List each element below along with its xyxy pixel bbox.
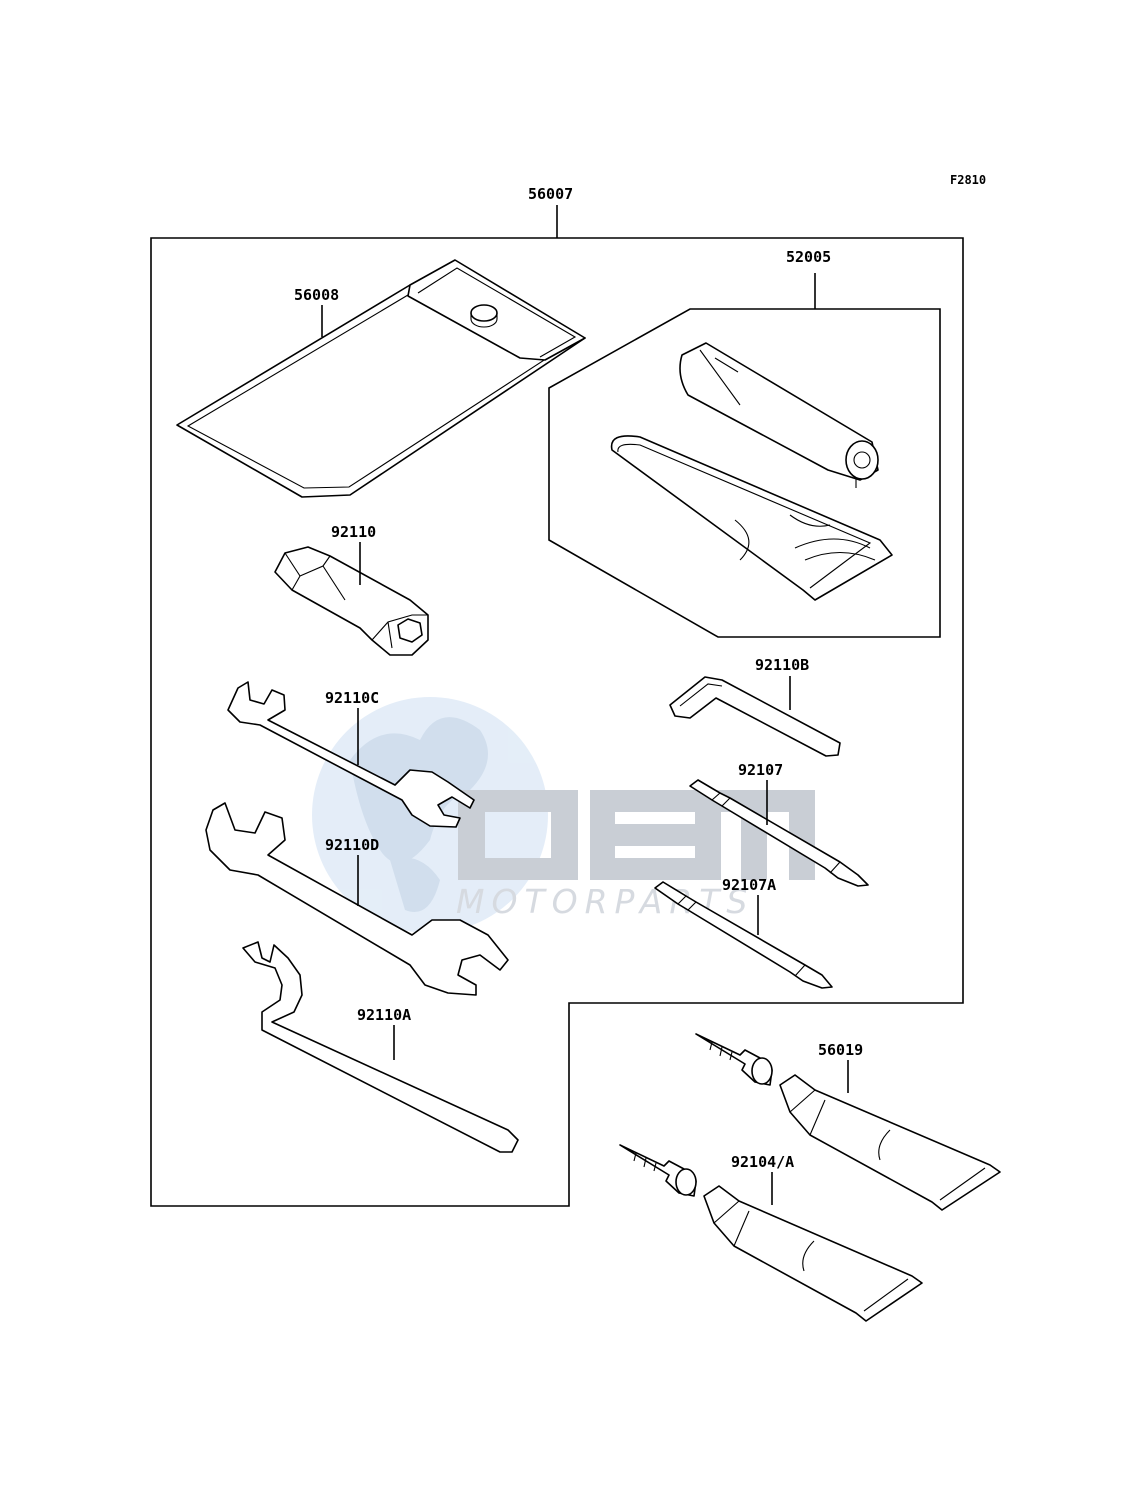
tool-case <box>176 259 586 498</box>
label-92110B: 92110B <box>755 656 809 674</box>
label-52005: 52005 <box>786 248 831 266</box>
label-92110C: 92110C <box>325 689 379 707</box>
label-56019: 56019 <box>818 1041 863 1059</box>
hook-wrench <box>242 941 519 1153</box>
grease-tube-2 <box>619 1144 923 1322</box>
pump-bag <box>610 435 893 601</box>
air-pump <box>679 342 879 488</box>
label-92110A: 92110A <box>357 1006 411 1024</box>
open-end-wrench-small <box>227 681 475 828</box>
label-56007: 56007 <box>528 185 573 203</box>
screwdriver-bit-a <box>654 881 833 989</box>
hex-key <box>669 676 841 757</box>
grease-tube-1 <box>695 1033 1001 1211</box>
figure-code: F2810 <box>950 173 986 187</box>
label-92104A: 92104/A <box>731 1153 794 1171</box>
label-92110: 92110 <box>331 523 376 541</box>
repair-kit-boundary <box>548 308 941 638</box>
screwdriver-bit <box>689 779 869 887</box>
label-92107: 92107 <box>738 761 783 779</box>
label-92110D: 92110D <box>325 836 379 854</box>
tool-kit-boundary <box>150 237 964 1207</box>
label-56008: 56008 <box>294 286 339 304</box>
plug-wrench <box>274 546 429 656</box>
label-92107A: 92107A <box>722 876 776 894</box>
open-end-wrench-large <box>205 802 509 996</box>
